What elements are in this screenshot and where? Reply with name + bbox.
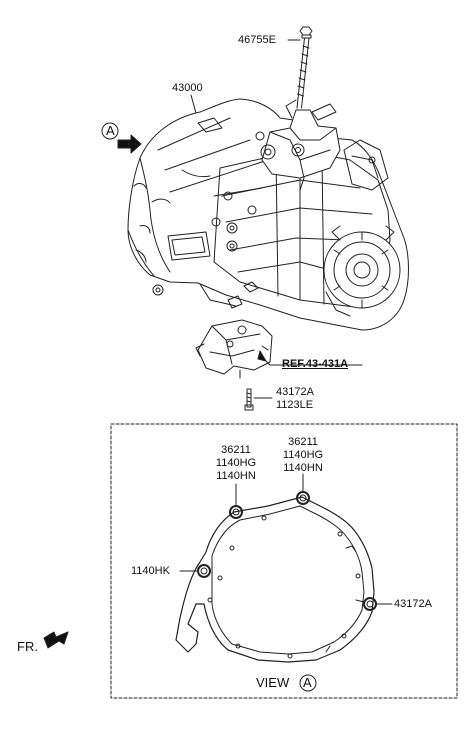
transaxle-assembly	[127, 98, 409, 331]
group-left-line-3: 1140HN	[216, 470, 256, 482]
view-a-marker-letter: A	[106, 123, 115, 138]
label-46755e: 46755E	[238, 34, 276, 46]
front-arrow	[43, 631, 69, 649]
label-1140hk: 1140HK	[131, 565, 170, 577]
label-43000: 43000	[172, 82, 203, 94]
mount-bracket	[195, 319, 273, 379]
label-1123le: 1123LE	[276, 399, 314, 411]
group-left-line-1: 36211	[221, 444, 251, 456]
view-a-arrow	[101, 122, 142, 154]
label-43172a-top: 43172A	[276, 386, 314, 398]
view-caption-letter: A	[303, 675, 312, 690]
ref-label: REF.43-431A	[282, 358, 349, 370]
group-left-line-2: 1140HG	[215, 457, 257, 469]
collar-1140hk	[179, 564, 211, 578]
gasket	[175, 496, 375, 663]
collar-43172a	[363, 597, 393, 611]
collar-right	[296, 473, 310, 505]
label-43172a-view: 43172A	[394, 598, 432, 610]
group-right-line-3: 1140HN	[283, 462, 323, 474]
view-caption-circle	[299, 674, 317, 692]
collar-left	[229, 483, 243, 519]
bolt-46755e	[296, 26, 313, 109]
group-right-line-2: 1140HG	[282, 449, 324, 461]
bolt-43172a	[244, 388, 254, 411]
view-a-frame	[110, 423, 458, 699]
view-caption-text: VIEW	[256, 675, 290, 690]
front-label: FR.	[17, 639, 38, 654]
ref-leader	[257, 350, 363, 366]
group-right-line-1: 36211	[288, 436, 318, 448]
